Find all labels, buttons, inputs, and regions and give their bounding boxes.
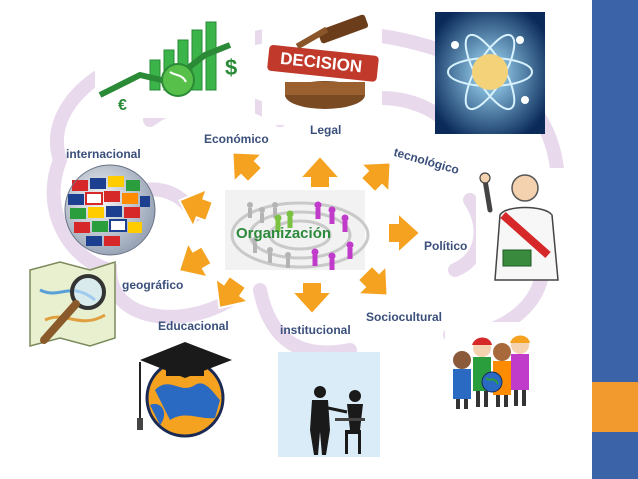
label-institucional: institucional	[280, 323, 351, 337]
label-internacional: internacional	[66, 147, 141, 161]
arrow-up	[297, 154, 343, 189]
arrow-down-left2	[214, 274, 251, 310]
flag-globe-icon	[64, 164, 156, 256]
svg-text:$: $	[225, 55, 237, 80]
arrow-right	[387, 210, 422, 256]
arrow-down	[289, 281, 335, 316]
map-magnifier-icon	[29, 260, 116, 347]
label-sociocultural: Sociocultural	[366, 310, 443, 324]
label-educacional: Educacional	[158, 319, 229, 333]
economy-growth-icon: $ €	[95, 18, 255, 118]
side-accent	[592, 382, 638, 432]
arrow-downright	[355, 263, 389, 297]
technology-atom-icon	[435, 12, 545, 134]
business-handshake-icon	[278, 352, 380, 457]
svg-text:€: €	[118, 97, 127, 114]
decision-gavel-icon: DECISION	[262, 14, 382, 125]
diagram-canvas: $ € DECISION	[29, 12, 572, 457]
arrow-left	[177, 187, 215, 230]
label-politico: Político	[424, 239, 468, 253]
organization-center-image	[225, 190, 370, 270]
arrow-downleft	[177, 240, 214, 279]
graduation-globe-icon	[137, 342, 232, 438]
arrow-upright	[358, 161, 392, 195]
politician-icon	[476, 168, 572, 281]
cultural-children-icon	[445, 322, 537, 414]
label-legal: Legal	[310, 123, 342, 137]
diagram-slide: $ € DECISION	[29, 12, 572, 457]
center-label-organizacion: Organización	[236, 225, 332, 242]
arrow-upleft	[231, 151, 265, 185]
label-economico: Económico	[204, 132, 269, 146]
arrows	[177, 151, 422, 316]
label-geografico: geográfico	[122, 278, 184, 292]
